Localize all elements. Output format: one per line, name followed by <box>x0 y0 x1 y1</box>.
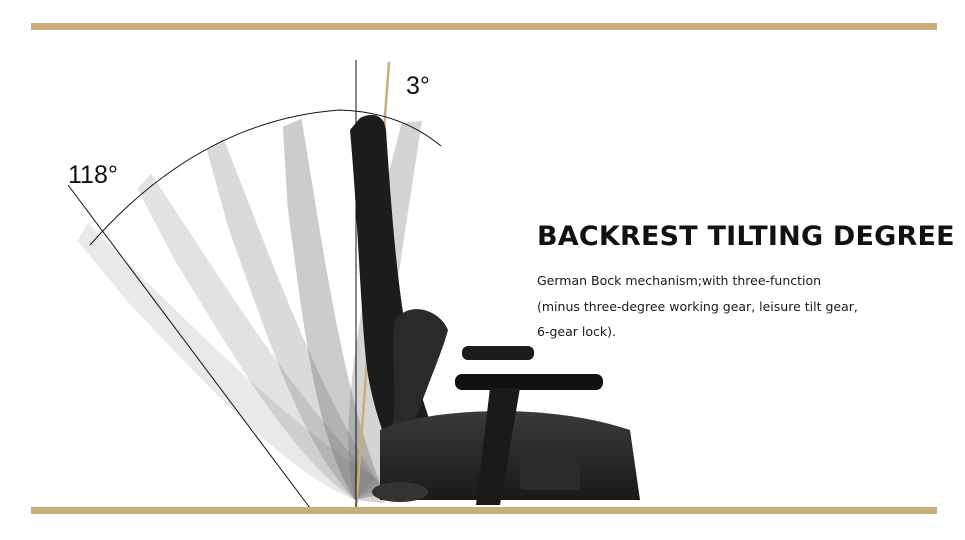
armrest-upper <box>462 346 534 360</box>
forward-angle-label: 3° <box>406 72 430 100</box>
recline-reference-line <box>67 184 311 509</box>
recline-angle-label: 118° <box>68 161 118 189</box>
headline: BACKREST TILTING DEGREE <box>537 221 955 252</box>
description-line-3: 6-gear lock). <box>537 324 616 339</box>
description-line-2: (minus three-degree working gear, leisur… <box>537 299 858 314</box>
tilt-arc <box>89 109 442 246</box>
main-chair <box>350 114 640 505</box>
bottom-gold-bar <box>31 507 937 514</box>
armrest-lower <box>455 374 603 390</box>
ghost-backrests <box>77 118 422 504</box>
description-line-1: German Bock mechanism;with three-functio… <box>537 273 822 288</box>
top-gold-bar <box>31 23 937 30</box>
